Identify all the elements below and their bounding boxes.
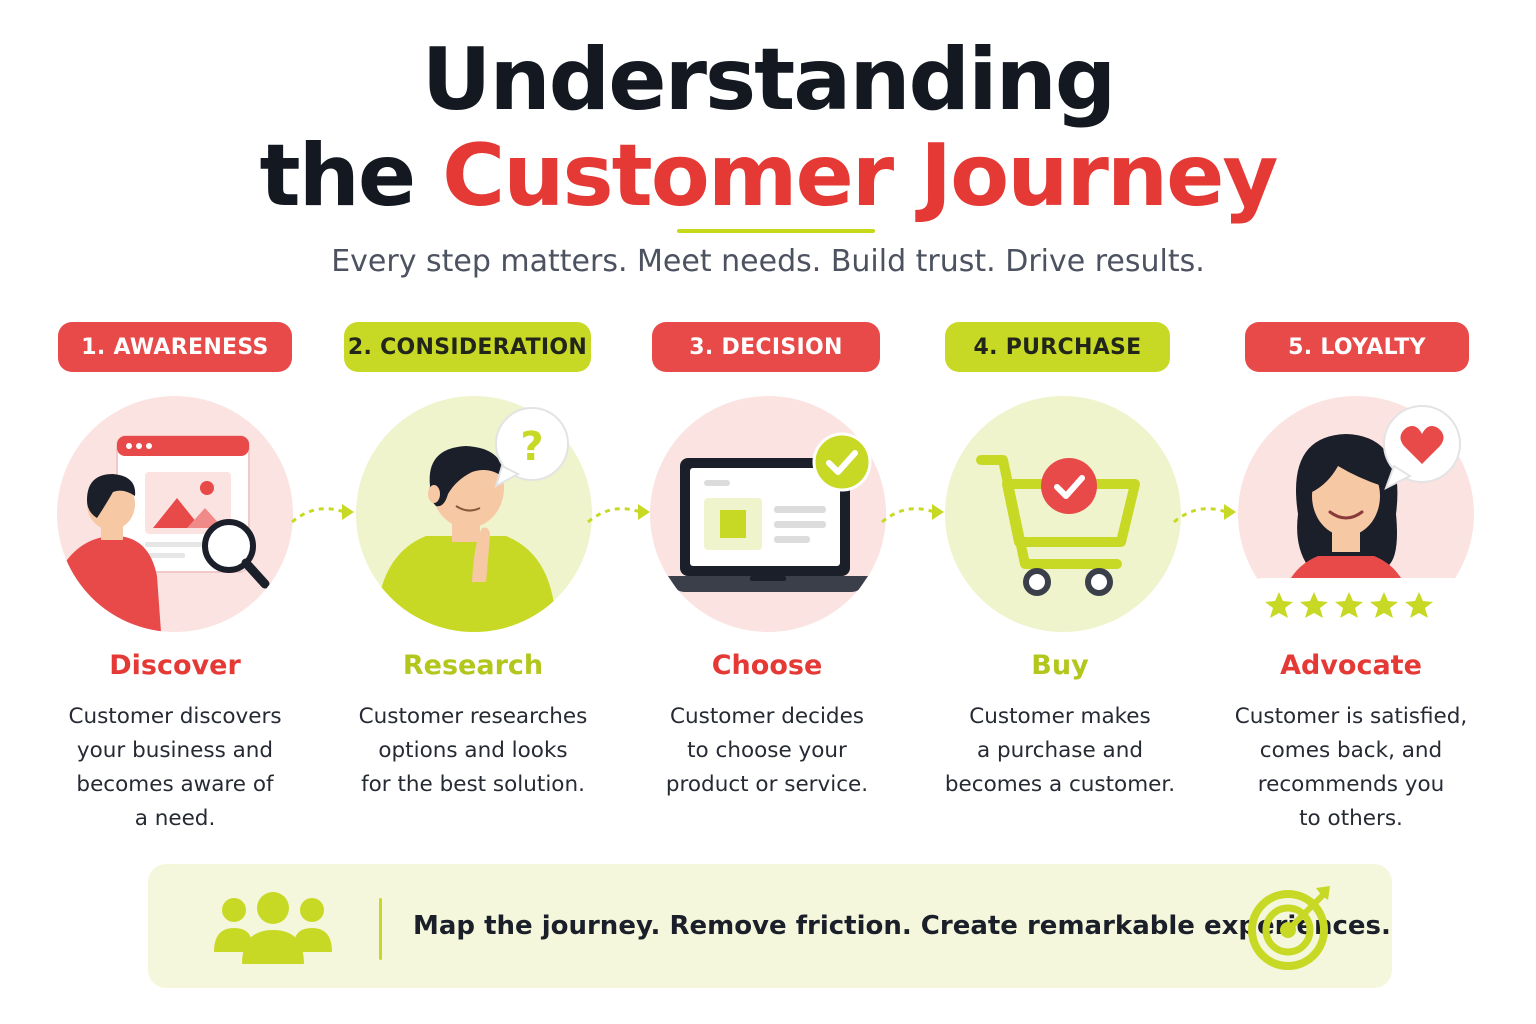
arrow-right-icon — [587, 504, 650, 524]
check-circle-icon — [812, 432, 872, 492]
stage-badge-loyalty: 5. LOYALTY — [1245, 322, 1469, 372]
footer-tagline: Map the journey. Remove friction. Create… — [413, 911, 1391, 941]
page-title-line2: the Customer Journey — [0, 124, 1536, 228]
stage-badge-consideration: 2. CONSIDERATION — [344, 322, 591, 372]
footer-divider — [379, 898, 382, 960]
page-title-accent: Customer Journey — [442, 126, 1278, 226]
shopping-cart-icon — [945, 396, 1181, 632]
stage-desc-buy: Customer makes a purchase and becomes a … — [944, 704, 1176, 797]
title-underline — [677, 229, 875, 233]
laptop-check-icon — [650, 396, 886, 632]
stage-badge-awareness: 1. AWARENESS — [58, 322, 292, 372]
arrow-right-icon — [881, 504, 944, 524]
arrow-right-icon — [1173, 504, 1236, 524]
stage-desc-research: Customer researches options and looks fo… — [358, 704, 588, 797]
stage-desc-advocate: Customer is satisfied, comes back, and r… — [1234, 704, 1468, 831]
target-arrow-icon — [1246, 882, 1336, 972]
stage-badge-decision: 3. DECISION — [652, 322, 880, 372]
rating-stars — [1252, 578, 1462, 632]
people-group-icon — [212, 890, 334, 970]
stage-name-discover: Discover — [109, 650, 241, 681]
arrow-right-icon — [291, 504, 354, 524]
page-title-plain: the — [259, 126, 443, 226]
stage-desc-choose: Customer decides to choose your product … — [665, 704, 869, 797]
heart-bubble-icon — [1378, 404, 1466, 492]
stage-name-advocate: Advocate — [1280, 650, 1422, 681]
page-subtitle: Every step matters. Meet needs. Build tr… — [331, 244, 1205, 279]
footer-banner — [148, 864, 1392, 988]
person-browsing-icon — [57, 396, 293, 632]
stage-badge-purchase: 4. PURCHASE — [945, 322, 1170, 372]
question-bubble-icon: ? — [488, 404, 572, 489]
stage-name-choose: Choose — [711, 650, 823, 681]
page-title-line1: Understanding — [421, 30, 1117, 130]
stage-name-research: Research — [402, 650, 544, 681]
stage-name-buy: Buy — [1031, 650, 1089, 681]
stage-desc-discover: Customer discovers your business and bec… — [68, 704, 282, 831]
svg-text:?: ? — [520, 424, 543, 470]
